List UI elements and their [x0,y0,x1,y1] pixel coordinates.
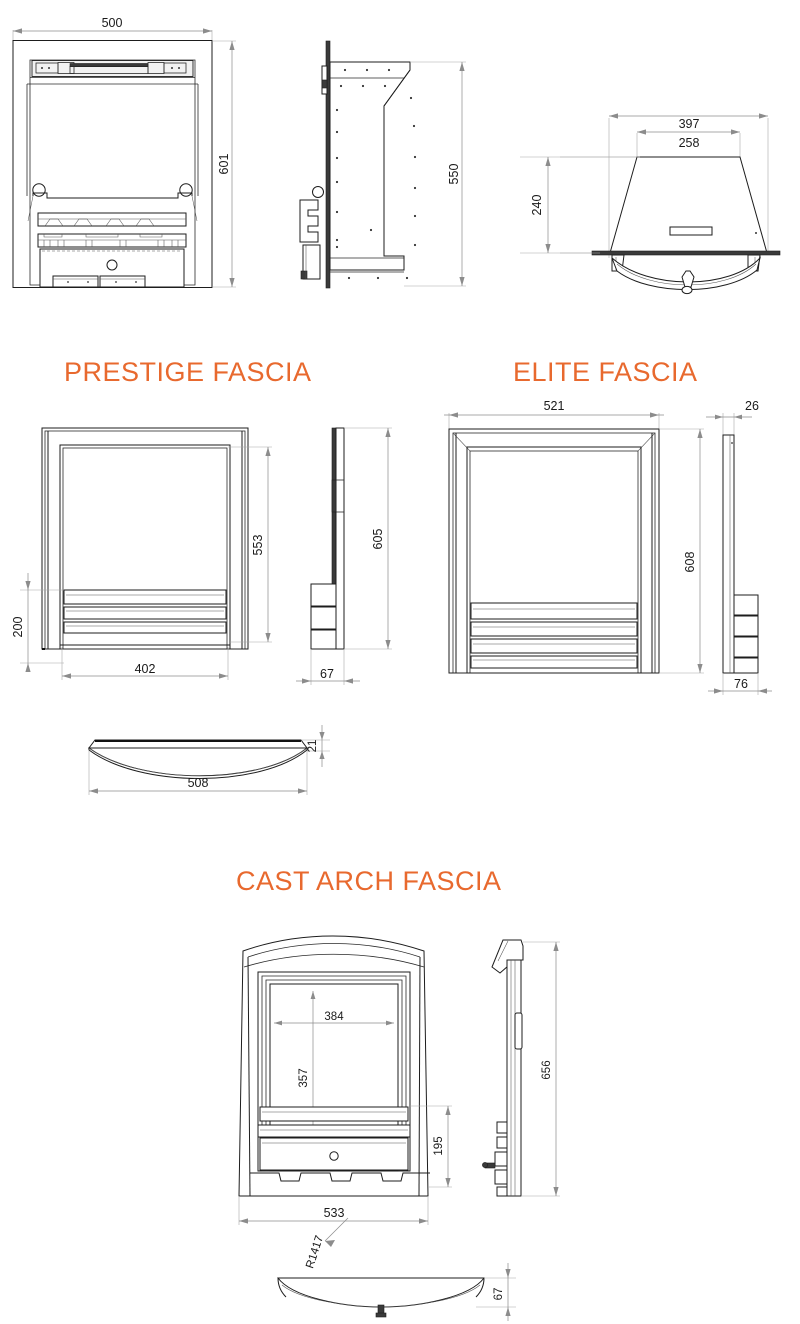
prestige-front-view: 553 200 402 [11,427,272,680]
heading-elite-fascia: ELITE FASCIA [513,357,698,387]
dim-label-258: 258 [679,136,700,150]
dim-label-553: 553 [251,535,265,556]
dim-label-R1417: R1417 [304,1234,326,1270]
dim-label-67-cast: 67 [493,1288,505,1301]
dim-label-357: 357 [298,1068,310,1087]
heading-cast-arch-fascia: CAST ARCH FASCIA [236,866,502,896]
cast-arch-hearth-view: R1417 67 [277,1217,516,1321]
prestige-elite-section: 553 200 402 [0,395,800,825]
dim-label-550: 550 [447,164,461,185]
dim-label-402: 402 [135,662,156,676]
dim-label-500: 500 [102,16,123,30]
dim-label-508: 508 [188,776,209,790]
heading-prestige-fascia: PRESTIGE FASCIA [64,357,312,387]
dim-label-384: 384 [324,1011,344,1023]
prestige-side-view: 605 67 [296,427,392,685]
cast-arch-front-view: 384 357 [238,935,452,1225]
dim-label-195: 195 [433,1136,445,1155]
elite-front-view: 521 [444,399,704,674]
dim-label-601: 601 [217,154,231,175]
dim-label-67-prestige: 67 [320,667,334,681]
dim-label-608: 608 [683,552,697,573]
dim-label-397: 397 [679,117,700,131]
firebox-side-view: 550 [299,40,466,289]
dim-label-76: 76 [734,677,748,691]
prestige-hearth-view: 508 21 [88,725,330,795]
dim-label-200: 200 [11,617,25,638]
firebox-plan-view: 397 258 240 [520,113,781,295]
cast-arch-side-view: 656 [482,939,560,1197]
dim-label-605: 605 [371,529,385,550]
dim-label-533: 533 [324,1206,345,1220]
firebox-front-view: 500 [12,16,236,288]
dim-label-240: 240 [530,195,544,216]
cast-arch-section: 384 357 [0,915,800,1324]
elite-side-view: 26 76 [706,399,772,695]
dim-label-26: 26 [745,399,759,413]
dim-label-21: 21 [307,740,319,753]
dim-label-521: 521 [544,399,565,413]
dim-label-656: 656 [541,1060,553,1079]
firebox-section: 500 [0,0,800,330]
